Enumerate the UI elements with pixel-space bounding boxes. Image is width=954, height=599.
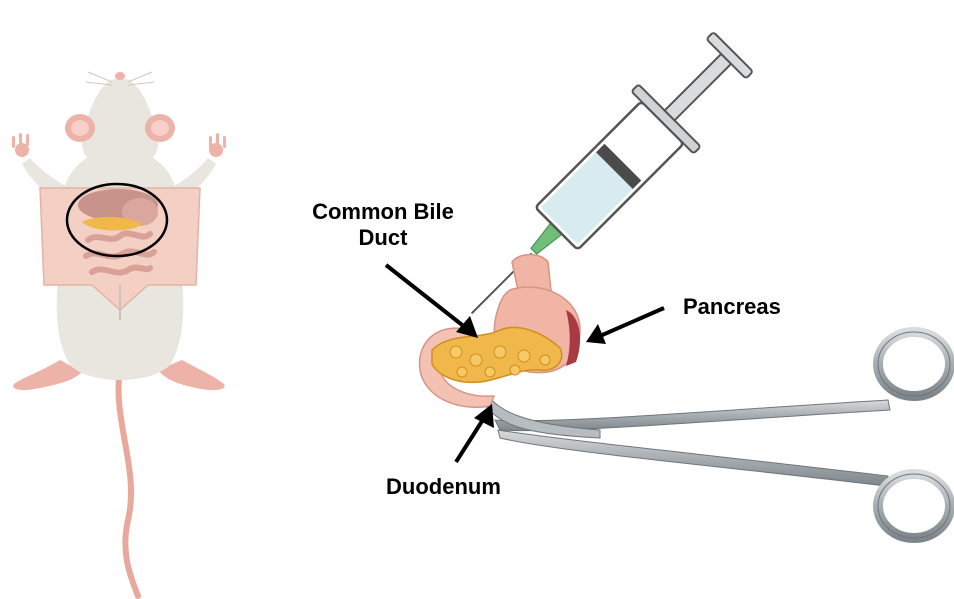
syringe-plunger-rod [665,54,731,120]
mouse-nose [115,72,125,80]
stomach-pancreas-illustration [420,255,581,408]
arrow-duodenum [456,404,494,462]
label-pancreas: Pancreas [683,294,781,320]
mouse-hand-left [12,133,29,157]
arrow-pancreas [586,308,664,344]
mouse-hand-right [209,133,226,157]
arrow-common-bile-duct [386,265,478,338]
label-common-bile-duct: Common Bile Duct [288,199,478,251]
mouse-illustration [12,72,226,596]
label-common-bile-duct-line1: Common Bile [288,199,478,225]
mouse-tail [119,370,138,596]
forceps-lower-arm [498,430,888,486]
label-duodenum: Duodenum [386,474,501,500]
label-common-bile-duct-line2: Duct [288,225,478,251]
